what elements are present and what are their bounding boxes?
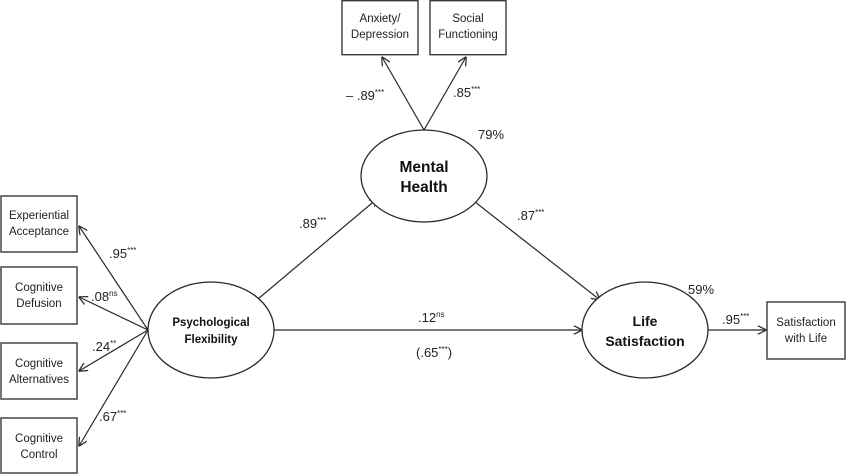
indicator-label: Acceptance xyxy=(9,226,69,238)
path-mh-ls xyxy=(469,197,600,300)
latent-label: Psychological xyxy=(172,317,249,329)
coef-pf-ls-direct: .12ns xyxy=(418,310,445,325)
path-pf-mh xyxy=(257,198,378,300)
indicator-label: Anxiety/ xyxy=(360,13,402,25)
latent-label: Flexibility xyxy=(184,334,238,346)
coef-ls-swl: .95*** xyxy=(722,312,749,327)
coef-pf-mh: .89*** xyxy=(299,216,326,231)
indicator-cognitive-control: Cognitive Control xyxy=(0,417,78,474)
indicator-label: Experiential xyxy=(9,210,69,222)
latent-label: Mental xyxy=(399,159,448,176)
latent-mental-health: Mental Health xyxy=(360,129,488,223)
latent-label: Life xyxy=(633,313,658,329)
indicator-social-functioning: Social Functioning xyxy=(429,0,507,56)
indicator-cognitive-alternatives: Cognitive Alternatives xyxy=(0,342,78,400)
latent-label: Satisfaction xyxy=(605,333,684,349)
r2-mental-health: 79% xyxy=(478,127,504,142)
indicator-label: Cognitive xyxy=(15,433,63,445)
path-pf-defusion xyxy=(79,297,149,331)
coef-pf-ls-total: (.65***) xyxy=(416,345,452,360)
coef-pf-control: .67*** xyxy=(99,409,126,424)
indicator-label: with Life xyxy=(784,333,827,345)
coef-mh-social: .85*** xyxy=(453,85,480,100)
indicator-label: Cognitive xyxy=(15,282,63,294)
path-mh-social xyxy=(423,57,466,131)
indicator-label: Control xyxy=(20,449,57,461)
path-pf-experiential xyxy=(79,226,149,331)
indicator-label: Defusion xyxy=(16,298,61,310)
indicator-label: Satisfaction xyxy=(776,317,835,329)
path-pf-control xyxy=(79,329,149,446)
indicator-label: Alternatives xyxy=(9,374,69,386)
path-mh-anxiety xyxy=(382,57,425,131)
indicator-anxiety-depression: Anxiety/ Depression xyxy=(341,0,419,56)
coef-pf-experiential: .95*** xyxy=(109,246,136,261)
indicator-label: Cognitive xyxy=(15,358,63,370)
latent-life-satisfaction: Life Satisfaction xyxy=(581,281,709,379)
coef-pf-alternatives: .24** xyxy=(92,339,116,354)
indicator-label: Depression xyxy=(351,29,409,41)
indicator-satisfaction-with-life: Satisfaction with Life xyxy=(766,301,846,360)
coef-mh-ls: .87*** xyxy=(517,208,544,223)
indicator-label: Functioning xyxy=(438,29,497,41)
indicator-cognitive-defusion: Cognitive Defusion xyxy=(0,266,78,325)
latent-label: Health xyxy=(400,179,447,196)
indicator-label: Social xyxy=(452,13,483,25)
coef-mh-anxiety: – .89*** xyxy=(346,88,384,103)
path-pf-alternatives xyxy=(79,329,149,371)
indicator-experiential-acceptance: Experiential Acceptance xyxy=(0,195,78,253)
r2-life-satisfaction: 59% xyxy=(688,282,714,297)
coef-pf-defusion: .08ns xyxy=(91,289,118,304)
latent-psychological-flexibility: Psychological Flexibility xyxy=(147,281,275,379)
